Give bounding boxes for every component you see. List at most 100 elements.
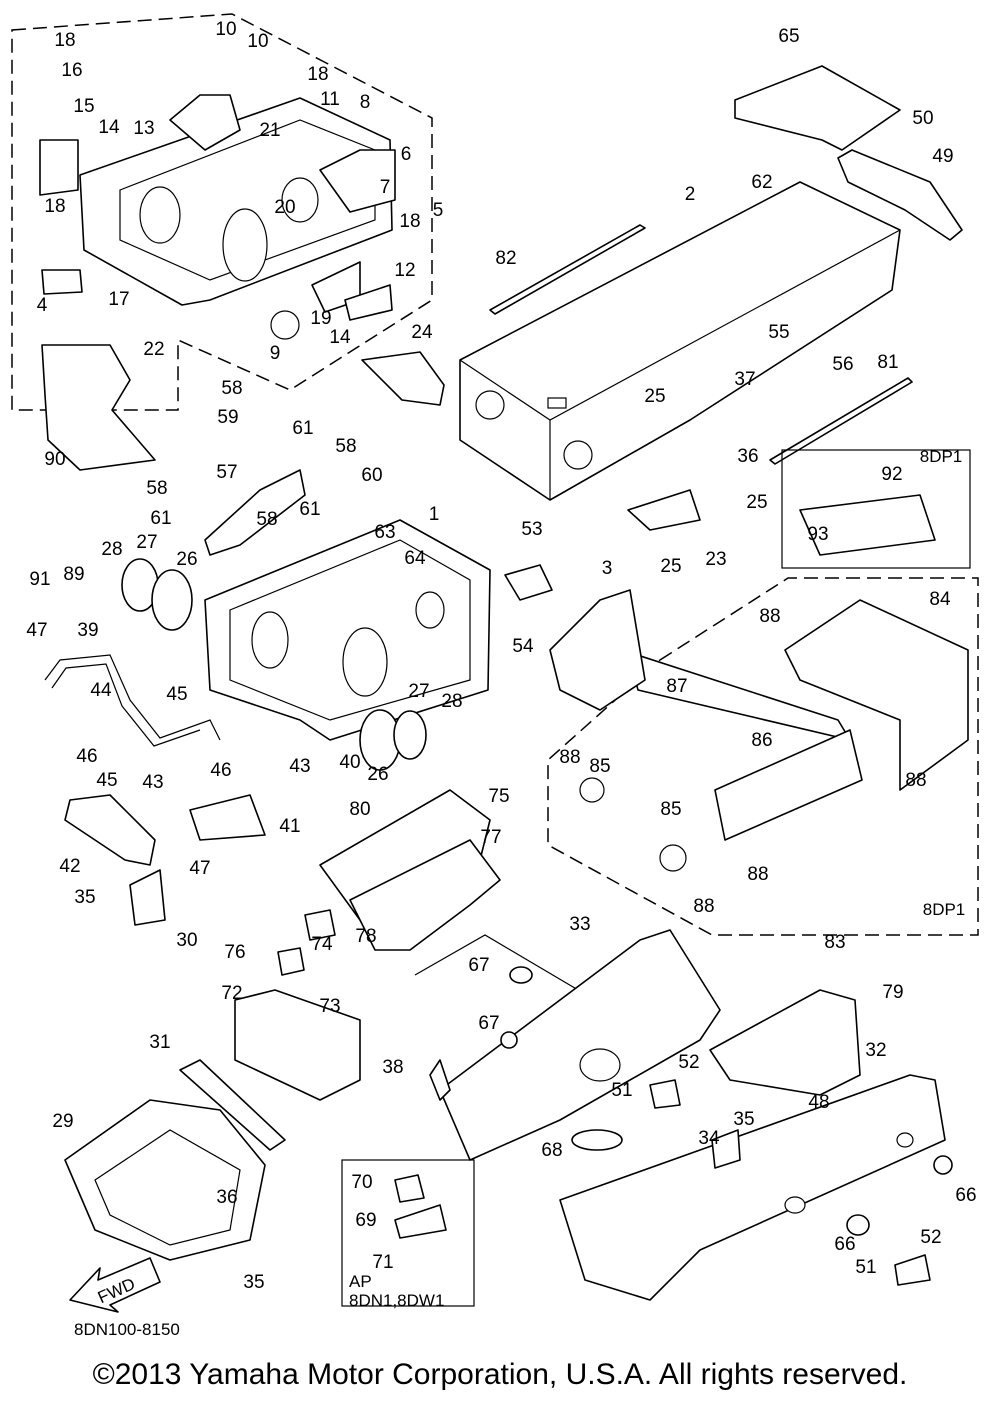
part-callout: 35 (74, 887, 95, 908)
part-callout: 82 (495, 248, 516, 269)
part-callout: 8DP1 (923, 900, 966, 919)
part-callout: 35 (243, 1272, 264, 1293)
pad-74 (304, 909, 336, 941)
part-callout: 83 (824, 932, 845, 953)
part-callout: 72 (221, 983, 242, 1004)
gasket-27b (393, 710, 427, 760)
plate-84 (784, 599, 969, 791)
part-callout: 42 (59, 856, 80, 877)
part-callout: 9 (270, 343, 281, 364)
pad-76 (277, 947, 305, 976)
part-callout: 25 (660, 556, 681, 577)
part-callout: 38 (382, 1057, 403, 1078)
part-callout: 84 (929, 589, 951, 610)
bumper-85b (659, 844, 687, 872)
part-callout: 59 (217, 407, 238, 428)
plate-24 (361, 351, 445, 406)
part-callout: 35 (733, 1109, 754, 1130)
part-callout: 88 (559, 747, 580, 768)
part-callout: 53 (521, 519, 542, 540)
part-callout: 18 (44, 196, 65, 217)
part-callout: 58 (256, 509, 277, 530)
part-callout: 43 (289, 756, 310, 777)
panel-75 (319, 789, 491, 921)
part-callout: 85 (660, 799, 681, 820)
part-callout: 52 (920, 1227, 941, 1248)
part-callout: 74 (311, 934, 333, 955)
cover-38 (429, 1059, 451, 1101)
bracket-49 (837, 149, 963, 241)
part-callout: 66 (955, 1185, 976, 1206)
part-callout: 63 (374, 522, 395, 543)
part-callout: 40 (339, 752, 360, 773)
part-callout: 21 (259, 120, 280, 141)
part-callout: 78 (355, 926, 376, 947)
part-callout: 45 (96, 770, 117, 791)
bracket-23 (627, 489, 701, 531)
part-callout: 64 (404, 548, 426, 569)
part-callout: 88 (747, 864, 768, 885)
copyright-notice: ©2013 Yamaha Motor Corporation, U.S.A. A… (92, 1358, 908, 1391)
part-callout: 58 (335, 436, 356, 457)
part-callout: 13 (133, 118, 154, 139)
bracket-4 (41, 344, 156, 471)
part-callout: 47 (26, 620, 47, 641)
front-frame-assembly (39, 94, 396, 340)
part-callout: 69 (355, 1210, 376, 1231)
bumper-85a (579, 777, 605, 803)
part-callout: 87 (666, 676, 687, 697)
part-callout: 31 (149, 1032, 170, 1053)
part-callout: 22 (143, 339, 164, 360)
part-callout: 75 (488, 786, 509, 807)
part-callout: 44 (90, 680, 112, 701)
part-callout: 61 (299, 499, 320, 520)
part-callout: 3 (602, 558, 613, 579)
part-callout: 17 (108, 289, 129, 310)
part-callout: 11 (320, 89, 340, 110)
plate-92 (799, 494, 936, 556)
footrest-31 (179, 1059, 286, 1151)
part-callout: 46 (210, 760, 231, 781)
part-callout: 1 (429, 504, 440, 525)
part-callout: 61 (292, 418, 313, 439)
plate-70 (394, 1174, 425, 1203)
part-callout: 51 (611, 1080, 632, 1101)
part-callout: 23 (705, 549, 726, 570)
part-callout: 86 (751, 730, 772, 751)
part-callout: 19 (310, 308, 331, 329)
part-callout: 2 (685, 184, 696, 205)
part-callout: 58 (221, 378, 242, 399)
part-callout: 67 (478, 1013, 499, 1034)
part-callout: 55 (768, 322, 789, 343)
bracket-30 (129, 869, 166, 926)
bumper-39 (44, 654, 221, 741)
part-callout: 91 (29, 569, 50, 590)
part-callout: 43 (142, 772, 163, 793)
part-callout: 18 (54, 30, 75, 51)
part-callout: 30 (176, 930, 197, 951)
part-callout: 18 (307, 64, 328, 85)
part-callout: 29 (52, 1111, 73, 1132)
diagram-code: 8DN100-8150 (74, 1320, 180, 1339)
part-callout: 93 (807, 524, 828, 545)
part-callout: 65 (778, 26, 799, 47)
side-panel-32 (559, 1074, 946, 1301)
cap-66a (846, 1214, 870, 1236)
part-callout: 27 (136, 532, 157, 553)
part-callout: 36 (216, 1187, 237, 1208)
part-callout: 50 (912, 108, 933, 129)
part-callout: 15 (73, 96, 94, 117)
bumper-39-inner (51, 663, 201, 747)
side-panel-33 (439, 929, 721, 1161)
part-callout: 8DP1 (920, 447, 963, 466)
bracket-53 (504, 564, 553, 601)
part-callout: 60 (361, 465, 382, 486)
leader-group-83 (414, 934, 613, 1011)
part-callout: 51 (855, 1257, 876, 1278)
part-callout: 14 (98, 117, 120, 138)
cap-66b (933, 1155, 953, 1175)
bracket-3 (549, 589, 646, 711)
cap-67a (509, 966, 533, 984)
